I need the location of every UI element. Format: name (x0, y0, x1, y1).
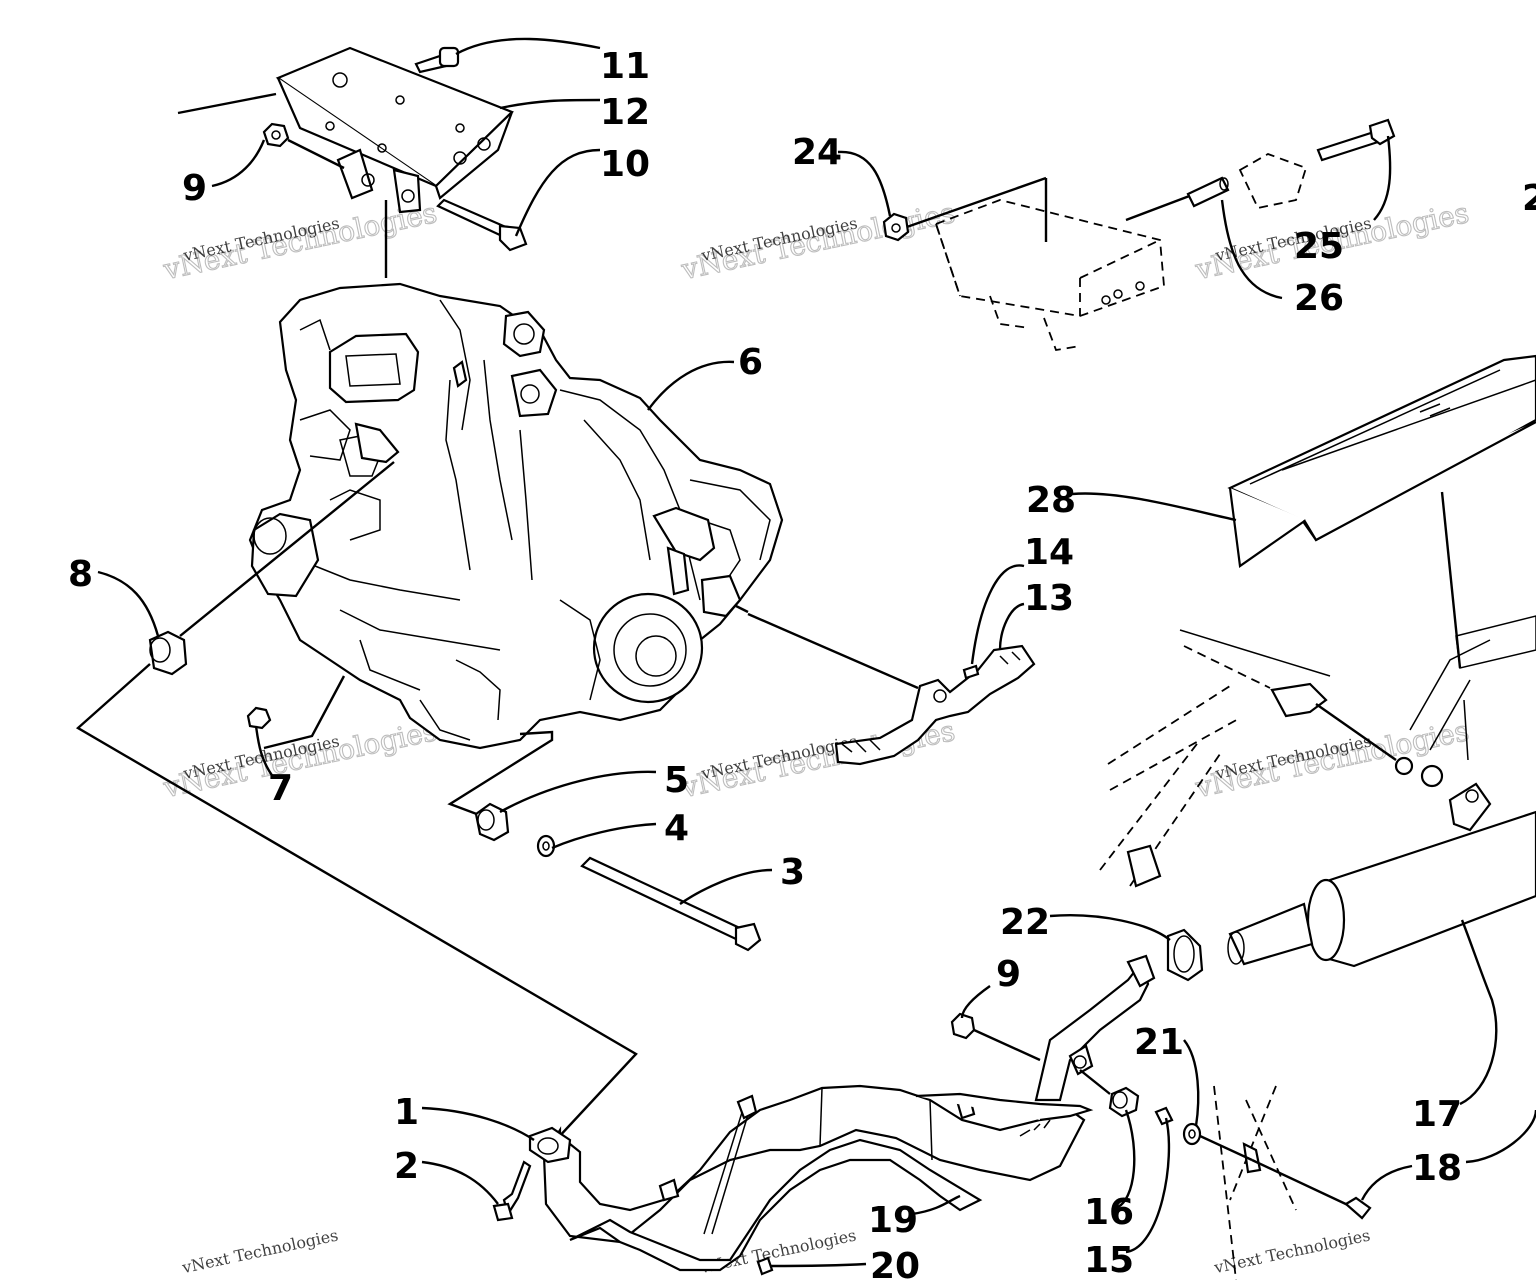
nut-icon (246, 706, 272, 730)
footrest-icon (834, 644, 1036, 766)
callout-6: 6 (738, 342, 763, 383)
bolt-icon (414, 46, 460, 74)
watermark: vNext Technologies vNext Technologies (159, 714, 440, 805)
washer-icon (536, 834, 556, 858)
washer-icon (1182, 1122, 1202, 1146)
callout-28: 28 (1026, 480, 1076, 521)
heat-shield-icon (1227, 354, 1536, 669)
engine-assembly-icon (248, 282, 784, 750)
nut-icon (262, 122, 345, 170)
nut-icon (882, 212, 910, 242)
mount-bracket-icon (177, 46, 514, 278)
callout-2: 2 (394, 1146, 419, 1187)
callout-19: 19 (868, 1200, 918, 1241)
callout-17: 17 (1412, 1094, 1462, 1135)
exhaust-pipe-icon (542, 954, 1156, 1272)
bolt-icon (580, 856, 762, 952)
callout-18: 18 (1412, 1148, 1462, 1189)
callout-leaders (97, 37, 1536, 1268)
callout-14: 14 (1024, 532, 1074, 573)
callout-5: 5 (664, 760, 689, 801)
watermark: vNext Technologies vNext Technologies (1191, 714, 1472, 805)
bolt-icon (756, 1256, 774, 1276)
spring-icon (1154, 1106, 1174, 1126)
callout-1: 1 (394, 1092, 419, 1133)
spacer-icon (1186, 176, 1230, 208)
bolt-icon (436, 198, 528, 252)
spacer-icon (474, 802, 510, 842)
bolt-icon (1316, 118, 1396, 162)
callout-labels: 11 12 10 9 24 25 26 2 6 28 14 13 8 7 5 4… (68, 46, 1536, 1280)
callout-9-bottom: 9 (996, 954, 1021, 995)
spacer-icon (1394, 756, 1444, 788)
callout-21: 21 (1134, 1022, 1184, 1063)
callout-7: 7 (268, 768, 293, 809)
spacer-icon (1108, 1086, 1140, 1118)
callout-4: 4 (664, 808, 689, 849)
clamp-icon (528, 1126, 572, 1164)
callout-10: 10 (600, 144, 650, 185)
spacer-icon (148, 630, 188, 676)
muffler-icon (1227, 615, 1536, 968)
callout-22: 22 (1000, 902, 1050, 943)
callout-11: 11 (600, 46, 650, 87)
bolt-icon (1344, 1196, 1372, 1220)
callout-13: 13 (1024, 578, 1074, 619)
callout-25: 25 (1294, 226, 1344, 267)
bolt-icon (492, 1160, 532, 1222)
callout-2-edge: 2 (1522, 178, 1536, 219)
watermark-text: vNext Technologies (180, 1225, 340, 1277)
leader-lines (75, 461, 919, 1141)
mount-bracket-icon (903, 153, 1308, 352)
callout-24: 24 (792, 132, 842, 173)
callout-8: 8 (68, 554, 93, 595)
callout-12: 12 (600, 92, 650, 133)
callout-3: 3 (780, 852, 805, 893)
callout-15: 15 (1084, 1240, 1134, 1280)
clamp-icon (1166, 928, 1204, 982)
nut-icon (950, 1012, 1041, 1062)
watermark: vNext Technologies vNext Technologies (677, 196, 958, 287)
callout-26: 26 (1294, 278, 1344, 319)
spring-icon (658, 1094, 758, 1235)
callout-9-top: 9 (182, 168, 207, 209)
callout-20: 20 (870, 1246, 920, 1280)
watermark: vNext Technologies (180, 1225, 340, 1277)
callout-16: 16 (1084, 1192, 1134, 1233)
frame-outline (1099, 629, 1491, 1280)
